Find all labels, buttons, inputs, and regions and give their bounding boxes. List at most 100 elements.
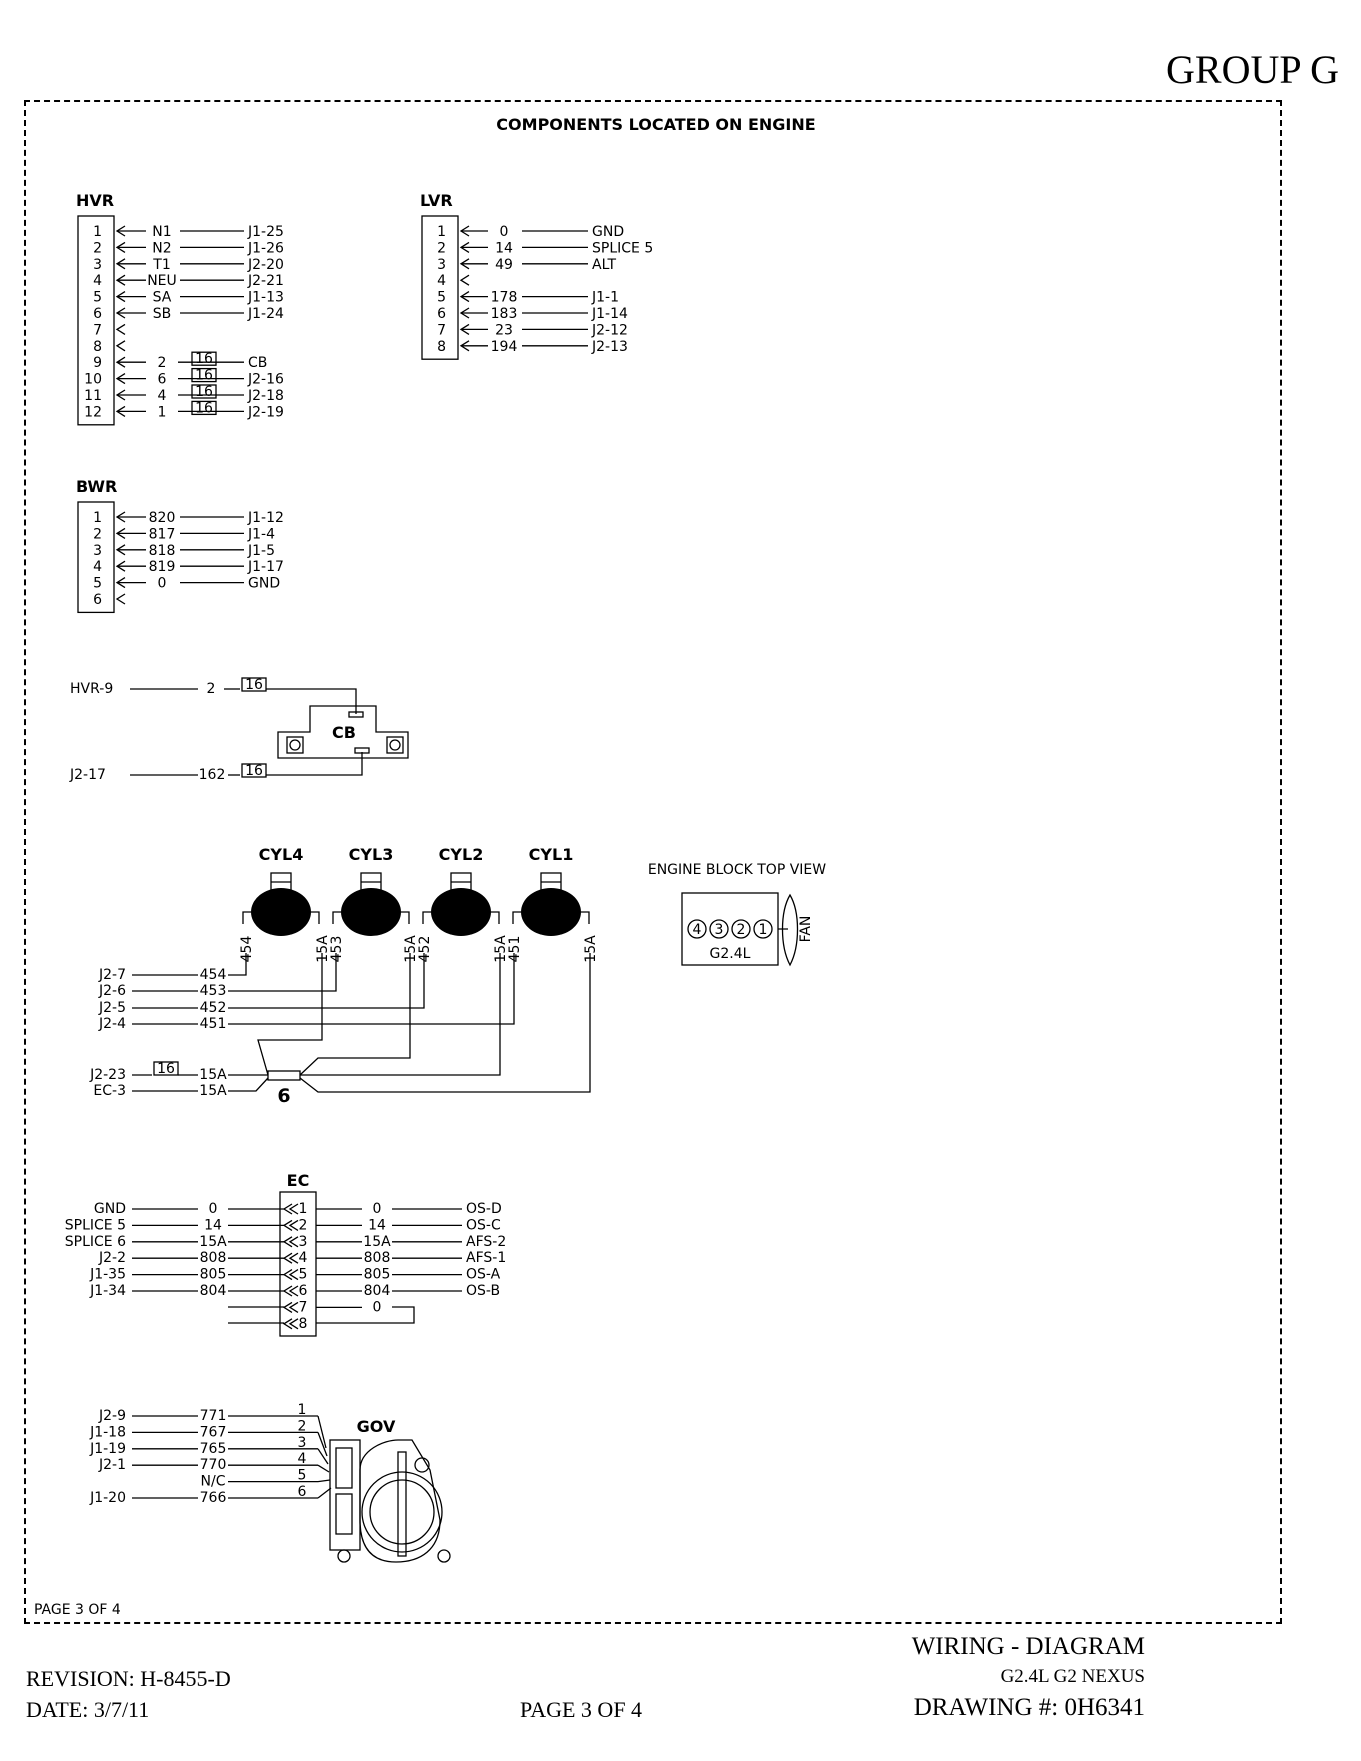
coil-pin-label: 12: [362, 903, 380, 919]
hvr-pin-number: 4: [93, 273, 102, 289]
cb-mount-hole: [289, 739, 301, 751]
splice-source: EC-3: [93, 1083, 126, 1099]
coil-wire-number: 15A: [583, 935, 599, 963]
hvr-wire-number: 6: [158, 372, 167, 388]
cb-mount-nut: [286, 736, 304, 754]
splice-label: 6: [277, 1085, 290, 1107]
engine-cylinder-number: 1: [759, 922, 768, 938]
footer-model: G2.4L G2 NEXUS: [1000, 1666, 1145, 1687]
ec-source: SPLICE 6: [65, 1234, 126, 1250]
lvr-pin-number: 4: [437, 273, 446, 289]
wire: [300, 953, 501, 1076]
wire: [228, 953, 247, 976]
ec-right-wire: 0: [373, 1201, 382, 1217]
coil-wire: 452: [200, 1000, 227, 1016]
ec-left-wire: 808: [200, 1250, 227, 1266]
bwr-destination: J1-4: [247, 526, 275, 542]
ec-right-wire: 15A: [363, 1234, 391, 1250]
hvr-destination: J1-26: [247, 240, 284, 256]
hvr-destination: J2-21: [247, 273, 284, 289]
gov-source: J2-9: [98, 1408, 126, 1424]
ec-destination: OS-D: [466, 1201, 502, 1217]
bwr-wire-number: 817: [149, 526, 176, 542]
cb-mount-nut: [386, 736, 404, 754]
coil-wire-number: 451: [507, 936, 523, 963]
hvr-wire-number: 4: [158, 388, 167, 404]
bwr-wire-number: 820: [149, 510, 176, 526]
gov-lead: [317, 1464, 330, 1473]
cb-body: [277, 705, 409, 759]
bwr-pin-number: 5: [93, 576, 102, 592]
lvr-wire-number: 183: [491, 306, 518, 322]
wire: [228, 1077, 269, 1092]
coil-boot: [540, 872, 562, 902]
cylinder-label: CYL2: [439, 845, 484, 864]
gov-bore-inner: [369, 1479, 435, 1545]
ec-destination: OS-B: [466, 1283, 500, 1299]
fan-label: FAN: [798, 916, 814, 943]
lvr-destination: J2-12: [591, 322, 628, 338]
cb-top-wire: 2: [207, 681, 216, 697]
ec-pin-arrow: [282, 1219, 299, 1231]
group-title: GROUP G: [1166, 47, 1339, 92]
coil-source: J2-4: [98, 1016, 126, 1032]
splice-6: [267, 1070, 301, 1081]
lvr-destination: J2-13: [591, 339, 628, 355]
hvr-pin-number: 12: [84, 404, 102, 420]
bwr-pin-number: 3: [93, 543, 102, 559]
cb-terminal: [354, 747, 370, 754]
coil-wire-number: 15A: [493, 935, 509, 963]
gov-connector-plug: [335, 1493, 353, 1535]
lvr-pin-number: 7: [437, 322, 446, 338]
hvr-pin-number: 8: [93, 339, 102, 355]
footer-drawing-number: DRAWING #: 0H6341: [913, 1694, 1145, 1721]
bwr-destination: J1-5: [247, 543, 275, 559]
wire: [316, 1306, 415, 1324]
cb-top-source: HVR-9: [70, 681, 113, 697]
ec-source: J1-34: [89, 1283, 126, 1299]
ec-left-wire: 14: [204, 1217, 222, 1233]
ec-destination: AFS-1: [466, 1250, 506, 1266]
gov-wire: 765: [200, 1441, 227, 1457]
coil-pin-label: 12: [542, 903, 560, 919]
hvr-wire-number: NEU: [147, 273, 177, 289]
wire-gauge-box: [241, 677, 267, 692]
gov-source: J1-19: [89, 1441, 126, 1457]
gov-wire: 771: [200, 1408, 227, 1424]
engine-cylinder: [753, 919, 773, 939]
hvr-destination: J1-25: [247, 224, 284, 240]
coil-wire-number: 454: [239, 936, 255, 963]
hvr-destination: J2-20: [247, 257, 284, 273]
lvr-wire-number: 14: [495, 240, 513, 256]
ec-body: [279, 1191, 317, 1337]
pin-arrow: [115, 323, 126, 335]
wire-gauge: 16: [195, 384, 213, 400]
ec-pin-number: 1: [299, 1201, 308, 1217]
wire-gauge: 16: [195, 368, 213, 384]
ec-source: J2-2: [98, 1250, 126, 1266]
wire-gauge-box: [191, 351, 217, 366]
hvr-destination: CB: [248, 355, 267, 371]
hvr-pin-number: 9: [93, 355, 102, 371]
wire: [266, 752, 363, 776]
bwr-wire-number: 818: [149, 543, 176, 559]
ec-pin-arrow: [282, 1236, 299, 1248]
footer-page: PAGE 3 OF 4: [520, 1697, 643, 1722]
wire-gauge-box: [153, 1061, 179, 1076]
coil-pin-label: 12: [452, 903, 470, 919]
gov-lead: [317, 1448, 329, 1465]
ec-left-wire: 15A: [199, 1234, 227, 1250]
wire: [299, 953, 411, 1076]
coil-wire-number: 15A: [403, 935, 419, 963]
ec-pin-number: 2: [299, 1217, 308, 1233]
engine-cylinder-number: 4: [693, 922, 702, 938]
gov-source: J2-1: [98, 1457, 126, 1473]
bwr-title: BWR: [76, 477, 117, 496]
lvr-wire-number: 23: [495, 322, 513, 338]
coil-boot: [270, 872, 292, 902]
gov-throttle-body: [359, 1439, 441, 1563]
